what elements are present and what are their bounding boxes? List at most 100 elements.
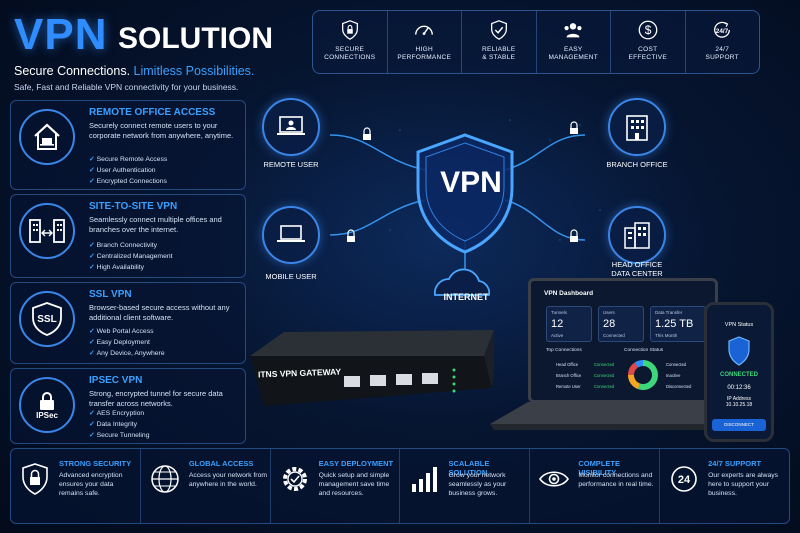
panel-title: REMOTE OFFICE ACCESS xyxy=(89,107,216,118)
benefit-desc: Quick setup and simple management save t… xyxy=(318,472,390,498)
panel-list: Web Portal Access Easy Deployment Any De… xyxy=(89,327,165,360)
laptop-user-icon xyxy=(277,116,305,135)
panel-desc: Seamlessly connect multiple offices and … xyxy=(89,215,222,234)
phone-ip-value: 10.10.25.18 xyxy=(725,402,753,408)
stat-sub: Active xyxy=(551,333,564,338)
panel-list: Secure Remote Access User Authentication… xyxy=(89,155,168,188)
benefit-title: SCALABLE SOLUTION xyxy=(448,459,490,477)
feature-label: COST EFFECTIVE xyxy=(628,46,667,62)
svg-text:24: 24 xyxy=(678,474,691,486)
panel-desc: Browser-based secure access without any … xyxy=(89,303,230,322)
connection-name: Remote User xyxy=(556,384,581,389)
list-item: Encrypted Connections xyxy=(89,177,167,188)
benefit-desc: Grow your network seamlessly as your bus… xyxy=(448,472,507,498)
mobile-user-node xyxy=(262,206,320,264)
padlock-icons xyxy=(347,121,578,242)
stat-data-transfer: Data Transfer 1.25 TB This Month xyxy=(650,306,706,342)
network-diagram xyxy=(329,118,602,296)
panel-list: Branch Connectivity Centralized Manageme… xyxy=(89,241,173,274)
mobile-user-label: MOBILE USER xyxy=(265,272,317,281)
panel-remote-office: REMOTE OFFICE ACCESS Securely connect re… xyxy=(10,100,246,190)
gear-check-icon xyxy=(277,461,313,497)
subtagline: Safe, Fast and Reliable VPN connectivity… xyxy=(14,82,239,92)
status-donut xyxy=(628,360,658,390)
panel-title: SITE-TO-SITE VPN xyxy=(89,201,178,212)
connection-status: Connected xyxy=(594,373,615,378)
list-item: Data Integrity xyxy=(89,420,150,431)
list-item: Secure Remote Access xyxy=(89,155,168,166)
phone-connected-status: CONNECTED xyxy=(719,372,758,378)
branch-office-label: BRANCH OFFICE xyxy=(606,160,668,169)
list-item: High Availability xyxy=(89,263,173,274)
feature-label: SECURE CONNECTIONS xyxy=(324,46,376,62)
internet-label: INTERNET xyxy=(443,292,489,302)
svg-text:$: $ xyxy=(644,23,651,37)
list-item: Any Device, Anywhere xyxy=(89,349,165,360)
ssl-icon-text: SSL xyxy=(37,313,57,325)
phone-ip-label: IP Address xyxy=(726,396,752,402)
tagline-part-b: Limitless Possibilities. xyxy=(133,64,255,78)
feature-management: EASY MANAGEMENT xyxy=(537,11,611,73)
stat-value: 28 xyxy=(603,318,616,330)
list-item: AES Encryption xyxy=(89,409,150,420)
bar-chart-icon xyxy=(406,461,442,497)
list-item: Easy Deployment xyxy=(89,338,165,349)
list-item: Centralized Management xyxy=(89,252,173,263)
lock-shield-icon xyxy=(17,461,53,497)
feature-label: HIGH PERFORMANCE xyxy=(397,46,452,62)
cloud-icon xyxy=(433,268,491,296)
ssl-shield-icon: SSL xyxy=(19,291,75,347)
remote-user-label: REMOTE USER xyxy=(263,160,319,169)
laptop-icon xyxy=(277,225,305,242)
clock-24-icon: 24/7 xyxy=(714,21,731,38)
disconnect-button[interactable]: DISCONNECT xyxy=(712,419,766,431)
stat-value: 12 xyxy=(551,318,564,330)
connection-name: Branch Office xyxy=(556,373,582,378)
building-icon xyxy=(626,115,648,141)
benefit-visibility: COMPLETE VISIBILITY Monitor connections … xyxy=(530,449,661,523)
connection-status-header: Connection Status xyxy=(624,348,664,353)
panel-title: IPSEC VPN xyxy=(89,375,143,386)
speedometer-icon xyxy=(415,25,434,36)
panel-ssl-vpn: SSL SSL VPN Browser-based secure access … xyxy=(10,282,246,364)
feature-cost: $ COST EFFECTIVE xyxy=(611,11,686,73)
panel-title: SSL VPN xyxy=(89,289,132,300)
lock-icon xyxy=(341,20,358,40)
svg-text:24/7: 24/7 xyxy=(716,28,729,35)
list-item: Web Portal Access xyxy=(89,327,165,338)
benefit-deployment: EASY DEPLOYMENT Quick setup and simple m… xyxy=(271,449,401,523)
ipsec-lock-icon: IPSec xyxy=(19,377,75,433)
donut-slice xyxy=(628,360,658,390)
laptop-base xyxy=(490,402,730,430)
dashboard-title: VPN Dashboard xyxy=(544,290,594,297)
shield-vpn-text: VPN xyxy=(440,166,502,199)
benefit-security: STRONG SECURITY Advanced encryption ensu… xyxy=(11,449,141,523)
panel-list: AES Encryption Data Integrity Secure Tun… xyxy=(89,409,150,442)
feature-reliable: RELIABLE & STABLE xyxy=(462,11,537,73)
tagline-part-a: Secure Connections. xyxy=(14,64,131,78)
benefit-desc: Access your network from anywhere in the… xyxy=(188,472,268,489)
connection-status: Connected xyxy=(594,362,615,367)
panel-ipsec-vpn: IPSec IPSEC VPN Strong, encrypted tunnel… xyxy=(10,368,246,444)
benefit-support: 24 24/7 SUPPORT Our experts are always h… xyxy=(660,449,789,523)
users-icon xyxy=(564,23,582,38)
head-office-label: HEAD OFFICE DATA CENTER xyxy=(611,260,663,278)
panel-desc: Strong, encrypted tunnel for secure data… xyxy=(89,389,223,408)
panel-site-to-site: SITE-TO-SITE VPN Seamlessly connect mult… xyxy=(10,194,246,278)
benefit-title: 24/7 SUPPORT xyxy=(708,459,762,468)
feature-label: 24/7 SUPPORT xyxy=(705,46,739,62)
donut-slice xyxy=(628,360,658,390)
stat-tunnels: Tunnels 12 Active xyxy=(546,306,592,342)
top-connections-header: Top Connections xyxy=(546,348,582,353)
stat-value: 1.25 TB xyxy=(655,318,694,330)
benefit-title: GLOBAL ACCESS xyxy=(188,459,254,468)
bottom-benefits: STRONG SECURITY Advanced encryption ensu… xyxy=(10,448,790,524)
tagline: Secure Connections. Limitless Possibilit… xyxy=(14,64,254,78)
feature-label: EASY MANAGEMENT xyxy=(548,46,599,62)
buildings-link-icon xyxy=(19,203,75,259)
eye-icon xyxy=(536,461,572,497)
stat-users: Users 28 Connected xyxy=(598,306,644,342)
head-office-node xyxy=(608,206,666,264)
feature-bar: SECURE CONNECTIONS HIGH PERFORMANCE RELI… xyxy=(312,10,760,74)
